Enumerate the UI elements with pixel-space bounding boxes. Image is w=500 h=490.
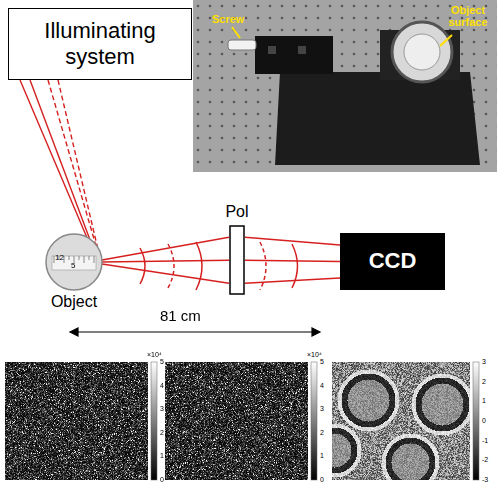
tick-label: 2 — [320, 429, 324, 437]
tick-label: 5 — [320, 358, 324, 366]
tick-label: -1 — [482, 437, 488, 445]
light-ray — [245, 260, 340, 261]
light-ray — [245, 278, 340, 283]
tick-label: 0 — [320, 476, 324, 484]
speckle-image — [5, 362, 148, 480]
tick-label: 1 — [320, 452, 324, 460]
light-ray — [102, 237, 229, 260]
dimension: 81 cm — [160, 308, 201, 325]
tick-label: -2 — [482, 456, 488, 464]
part-label: Object surface — [440, 4, 496, 28]
tick-label: 2 — [482, 378, 486, 386]
ruler-number: 5 — [71, 262, 75, 271]
ruler-number: 12 — [55, 254, 64, 263]
light-ray — [48, 80, 95, 244]
light-beam — [102, 237, 229, 283]
ruler-tick — [84, 256, 85, 263]
tick-label: 2 — [160, 429, 164, 437]
light-beam — [20, 80, 97, 247]
polarizer-plate — [230, 226, 244, 294]
light-ray — [102, 264, 229, 283]
ruler-tick — [79, 256, 80, 260]
phase-map-image — [332, 362, 470, 480]
colorbars — [151, 362, 479, 480]
light-ray — [102, 260, 229, 262]
light-ray — [58, 80, 97, 247]
polarizer: Pol — [214, 202, 260, 295]
tick-label: 3 — [320, 405, 324, 413]
tick-label: 0 — [482, 417, 486, 425]
pol-label: Pol — [214, 202, 260, 221]
ccd-box: CCD — [340, 233, 445, 290]
tick-label: 0 — [160, 476, 164, 484]
tick-label: 3 — [482, 358, 486, 366]
tick-label: 5 — [160, 358, 164, 366]
tick-label: 4 — [160, 382, 164, 390]
ruler-tick — [89, 256, 90, 260]
scale-exponent: ×10⁴ — [147, 351, 162, 359]
tick-label: 1 — [160, 452, 164, 460]
tick-label: 3 — [160, 405, 164, 413]
scale-exponent: ×10⁴ — [307, 351, 322, 359]
object-label: Object — [38, 292, 110, 311]
light-ray — [30, 80, 90, 239]
polarizer-shape — [229, 225, 245, 295]
speckle-image — [165, 362, 308, 480]
node-text: CCD — [369, 248, 417, 274]
tick-label: 4 — [320, 382, 324, 390]
ruler-tick — [54, 256, 55, 263]
tick-label: -3 — [482, 476, 488, 484]
system-box: Illuminating system — [8, 8, 192, 80]
dimension-line — [70, 328, 320, 336]
tick-label: 1 — [482, 397, 486, 405]
part-label: Screw — [212, 13, 244, 25]
light-ray — [245, 237, 340, 245]
object-disc: Object — [38, 232, 110, 311]
object-surface — [46, 234, 102, 290]
photo-inset — [193, 0, 497, 172]
ruler-tick — [69, 256, 70, 260]
node-text: Illuminating system — [17, 18, 183, 71]
ruler-tick — [94, 256, 95, 263]
light-beam — [245, 237, 340, 283]
